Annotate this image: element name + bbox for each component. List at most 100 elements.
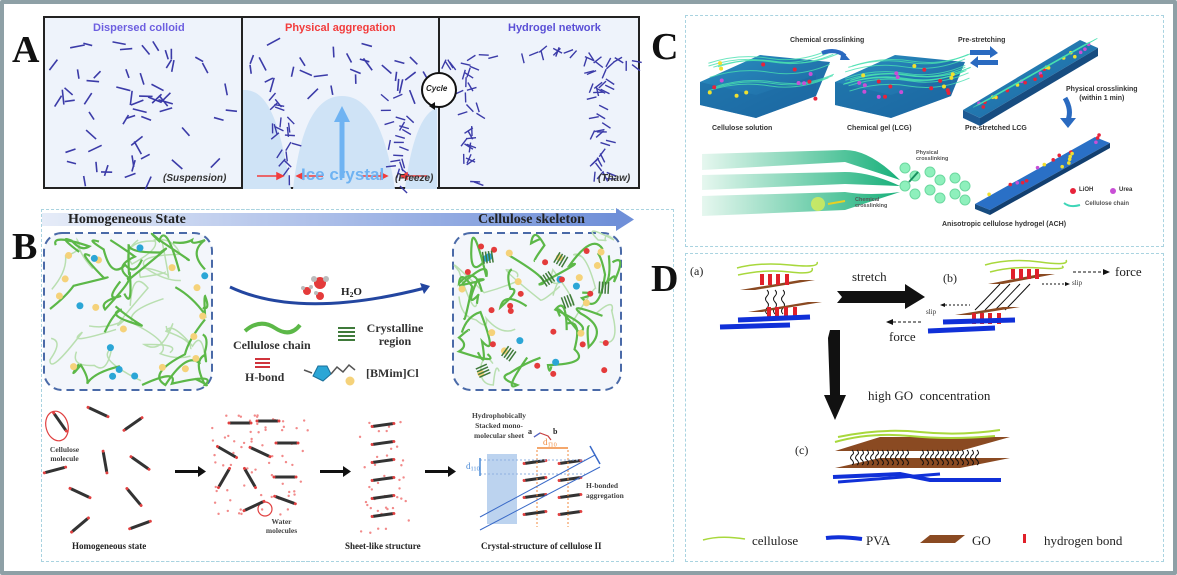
ion-dot [802,81,807,86]
network-rod [598,80,607,89]
molecule-backbone [559,510,581,516]
anion-icon [190,332,198,340]
network-rod [538,45,548,53]
legend-crystalline-region: Crystalline region [366,321,424,348]
cellulose-molecule-icon [243,466,257,490]
water-dot [373,463,377,467]
cellulose-chain [503,356,541,388]
cellulose-strand [717,53,839,68]
ion-dot [876,94,881,99]
axis-b-label: b [553,427,558,436]
network-rod [467,130,474,140]
cellulose-strand [851,52,973,67]
ion-dot [807,79,812,84]
molecule-end [242,509,246,513]
water-molecule-icon [542,259,549,266]
hbonded-aggregation-label: H-bonded aggregation [586,481,624,500]
ion-dot [1083,47,1087,51]
network-rod [631,64,641,72]
colloid-rod [87,144,103,153]
molecule-end [277,419,281,423]
cellulose-chain [604,255,622,285]
colloid-rod [131,159,136,172]
d-subscript: 110 [470,465,480,473]
molecule-backbone [53,412,67,432]
aggregated-rod [273,123,278,134]
cation-icon [76,302,84,310]
molecule-end [522,513,526,517]
anion-icon [458,285,466,293]
network-rod [528,51,539,57]
water-dot [398,478,401,482]
colloid-rod [381,64,392,75]
colloid-rod [83,92,93,105]
cellulose-chain [197,333,208,386]
crystalline-line [501,345,510,357]
crystalline-line [553,251,561,264]
colloid-rod [116,86,131,92]
aggregated-rod [405,115,415,124]
ice-crystal-label: Ice crystal [301,165,385,184]
progress-arrow [42,213,616,226]
ion-dot [1039,74,1044,78]
molecule-end [64,429,68,433]
crystalline-region-mark [475,363,491,378]
ion-dot [792,67,797,72]
water-dot [256,414,259,417]
structure-b [927,259,1068,334]
molecule-backbone [559,459,581,465]
water-dot [288,490,291,494]
molecule-end [522,462,526,466]
molecule-end [272,475,276,479]
lioh-legend-dot [1070,188,1076,194]
crystalline-line [542,274,551,286]
d-1-10-label: d1̄10 [543,437,557,449]
network-rod [449,61,457,71]
aggregated-rod [286,116,295,125]
panel-c-drawing [700,37,1116,216]
molecule-backbone [88,406,108,418]
ion-dot [876,79,881,84]
skeleton-box [452,232,622,391]
d-symbol: d [466,461,471,471]
crystalline-region-mark [560,293,575,309]
water-molecule-icon [534,362,541,369]
network-rod [596,170,605,180]
colloid-rod [141,44,151,55]
water-dot [387,425,391,428]
h2o-label: H2O [341,286,362,299]
force-label-right: force [1115,264,1142,279]
caption-homogeneous-state: Homogeneous state [72,541,147,551]
water-dot [293,490,296,493]
ach-slab [975,137,1110,215]
cellulose-molecule-icon [522,509,548,517]
network-rod [540,50,545,61]
molecule-end [128,527,132,531]
water-dot [287,494,290,498]
ion-dot [949,75,954,80]
molecule-end [105,471,109,475]
colloid-rod [93,70,102,79]
ion-dot [899,90,904,95]
cellulose-molecule-icon [122,416,144,432]
aggregated-rod [399,146,409,152]
panel-b-border [41,209,674,562]
water-dot [215,489,218,493]
colloid-rod [264,77,274,83]
molecule-end [557,513,561,517]
molecule-end [68,486,72,490]
molecule-end [392,457,396,461]
water-dot [250,471,254,474]
panel-letter-d: D [651,258,679,300]
aggregated-rod [401,158,406,169]
network-rod [604,84,615,91]
colloid-rod [66,160,77,165]
molecule-end [544,509,548,513]
aggregated-rod [395,116,406,121]
water-dot [398,487,401,490]
water-dot [384,506,388,509]
network-rod [593,81,603,89]
ion-dot [1070,151,1074,156]
water-dot [293,493,296,496]
